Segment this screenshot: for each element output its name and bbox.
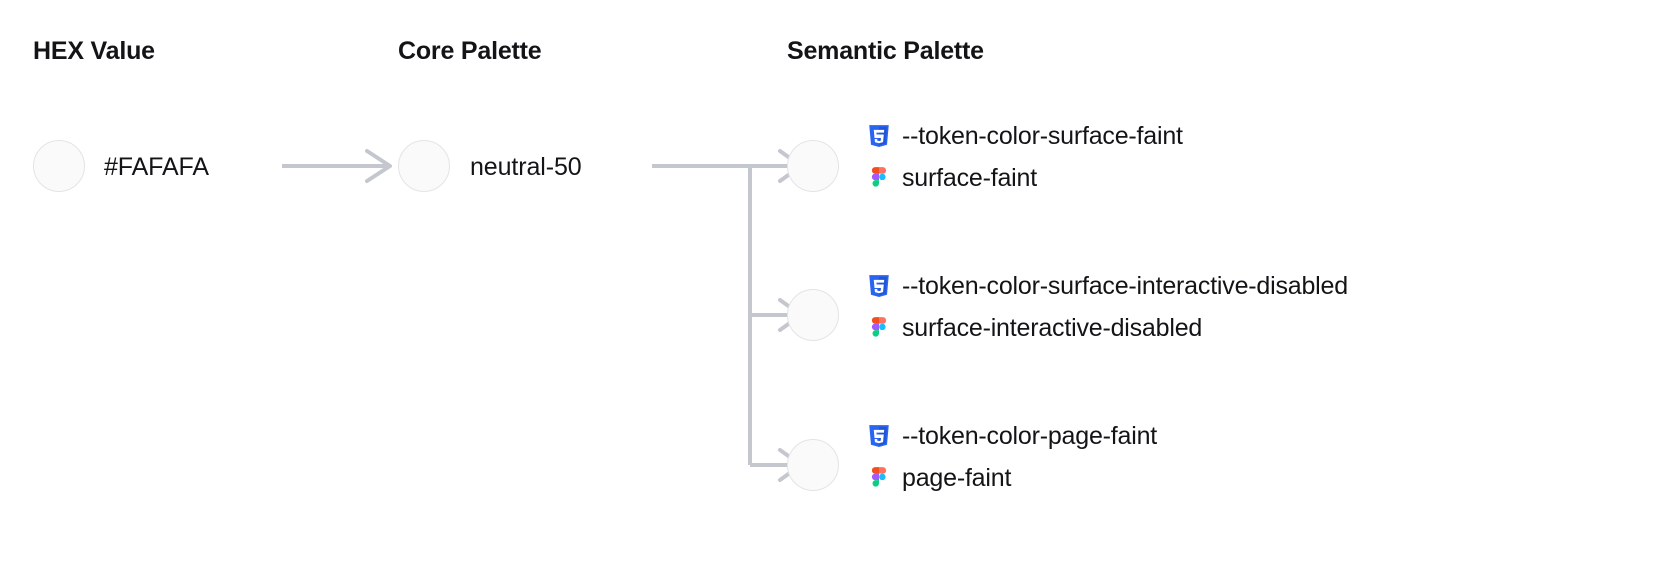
semantic-row: --token-color-page-faint page-faint <box>866 415 1157 499</box>
css-token-label: --token-color-page-faint <box>902 421 1158 450</box>
semantic-swatch-2[interactable] <box>787 289 839 341</box>
semantic-row: --token-color-surface-interactive-disabl… <box>866 265 1348 349</box>
core-value-label: neutral-50 <box>470 153 582 181</box>
css-token-label: --token-color-surface-interactive-disabl… <box>902 271 1348 300</box>
semantic-row: --token-color-surface-faint surface-fain… <box>866 115 1183 199</box>
css-token-line[interactable]: --token-color-surface-interactive-disabl… <box>866 265 1348 307</box>
semantic-swatch-1[interactable] <box>787 140 839 192</box>
column-header-hex-value: HEX Value <box>33 37 155 65</box>
css3-icon <box>866 273 892 299</box>
hex-swatch[interactable] <box>33 140 85 192</box>
column-header-semantic-palette: Semantic Palette <box>787 37 984 65</box>
column-header-core-palette: Core Palette <box>398 37 542 65</box>
figma-icon <box>866 165 892 191</box>
figma-icon <box>866 465 892 491</box>
core-swatch[interactable] <box>398 140 450 192</box>
figma-icon <box>866 315 892 341</box>
css3-icon <box>866 423 892 449</box>
figma-token-line[interactable]: surface-interactive-disabled <box>866 307 1348 349</box>
figma-token-label: page-faint <box>902 463 1012 492</box>
css-token-line[interactable]: --token-color-page-faint <box>866 415 1157 457</box>
figma-token-line[interactable]: surface-faint <box>866 157 1183 199</box>
figma-token-label: surface-interactive-disabled <box>902 313 1203 342</box>
hex-value-label: #FAFAFA <box>104 153 209 181</box>
semantic-swatch-3[interactable] <box>787 439 839 491</box>
css3-icon <box>866 123 892 149</box>
figma-token-label: surface-faint <box>902 163 1037 192</box>
figma-token-line[interactable]: page-faint <box>866 457 1157 499</box>
css-token-line[interactable]: --token-color-surface-faint <box>866 115 1183 157</box>
css-token-label: --token-color-surface-faint <box>902 121 1183 150</box>
